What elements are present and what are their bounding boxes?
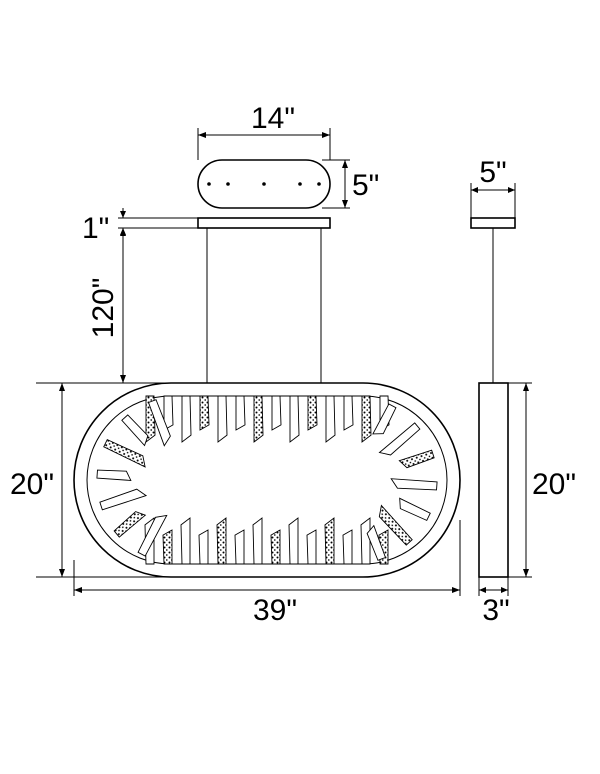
crystal-prism — [325, 395, 336, 443]
crystal-prism — [103, 439, 146, 468]
crystal-prism — [324, 517, 335, 565]
crystal-prism — [398, 449, 435, 469]
suspension-length-label: 120" — [87, 278, 120, 339]
crystal-prism — [378, 422, 421, 456]
crystal-prisms — [96, 395, 438, 565]
crystal-prism — [198, 529, 209, 565]
crystal-prism — [137, 514, 168, 557]
crystal-prism — [252, 517, 263, 565]
crystal-prism — [271, 395, 282, 431]
fixture-height-side-label: 20" — [532, 468, 576, 501]
fixture-height-front-label: 20" — [10, 468, 54, 501]
crystal-prism — [306, 529, 317, 565]
crystal-prism — [147, 399, 171, 447]
canopy-height-dimension: 1" — [82, 208, 198, 245]
crystal-prism — [113, 511, 147, 538]
crystal-prism — [99, 488, 148, 511]
crystal-prism — [289, 395, 300, 443]
crystal-prism — [366, 524, 387, 561]
canopy-top-view — [197, 159, 331, 209]
fixture-side-view — [470, 217, 516, 578]
crystal-prism — [270, 529, 281, 565]
crystal-prism — [390, 478, 438, 491]
crystal-prism — [180, 517, 191, 565]
canopy-front-view — [197, 217, 331, 229]
fixture-length-label: 39" — [253, 594, 297, 627]
crystal-prism — [217, 395, 228, 443]
crystal-prism — [121, 414, 149, 447]
suspension-length-dimension: 120" — [87, 228, 207, 384]
crystal-prism — [361, 395, 372, 443]
crystal-prism — [342, 529, 353, 565]
crystal-prism — [399, 497, 431, 521]
crystal-prism — [234, 529, 245, 565]
crystal-prism — [235, 395, 246, 431]
canopy-width-dimension: 14" — [197, 102, 331, 160]
crystal-prism — [288, 517, 299, 565]
fixture-front-view — [73, 382, 461, 578]
fixture-depth-dimension: 3" — [478, 577, 510, 627]
fixture-height-front-dimension: 20" — [10, 382, 170, 578]
canopy-height-label: 1" — [82, 212, 109, 245]
side-canopy-depth-dimension: 5" — [470, 156, 516, 218]
canopy-width-label: 14" — [251, 102, 295, 135]
crystal-prism — [378, 504, 413, 546]
crystal-prism — [162, 529, 173, 565]
crystal-prism — [216, 517, 227, 565]
crystal-prism — [360, 517, 371, 565]
fixture-depth-label: 3" — [482, 594, 509, 627]
crystal-prism — [199, 395, 210, 431]
side-canopy-depth-label: 5" — [479, 156, 506, 189]
crystal-prism — [181, 395, 192, 443]
fixture-length-dimension: 39" — [73, 520, 461, 627]
crystal-prism — [372, 403, 397, 435]
crystal-prism — [253, 395, 264, 443]
crystal-prism — [343, 395, 354, 431]
fixture-height-side-dimension: 20" — [508, 382, 576, 578]
canopy-depth-label: 5" — [352, 169, 379, 202]
crystal-prism — [96, 469, 132, 481]
suspension-rods — [206, 228, 322, 383]
canopy-depth-dimension: 5" — [322, 159, 379, 209]
crystal-prism — [307, 395, 318, 431]
